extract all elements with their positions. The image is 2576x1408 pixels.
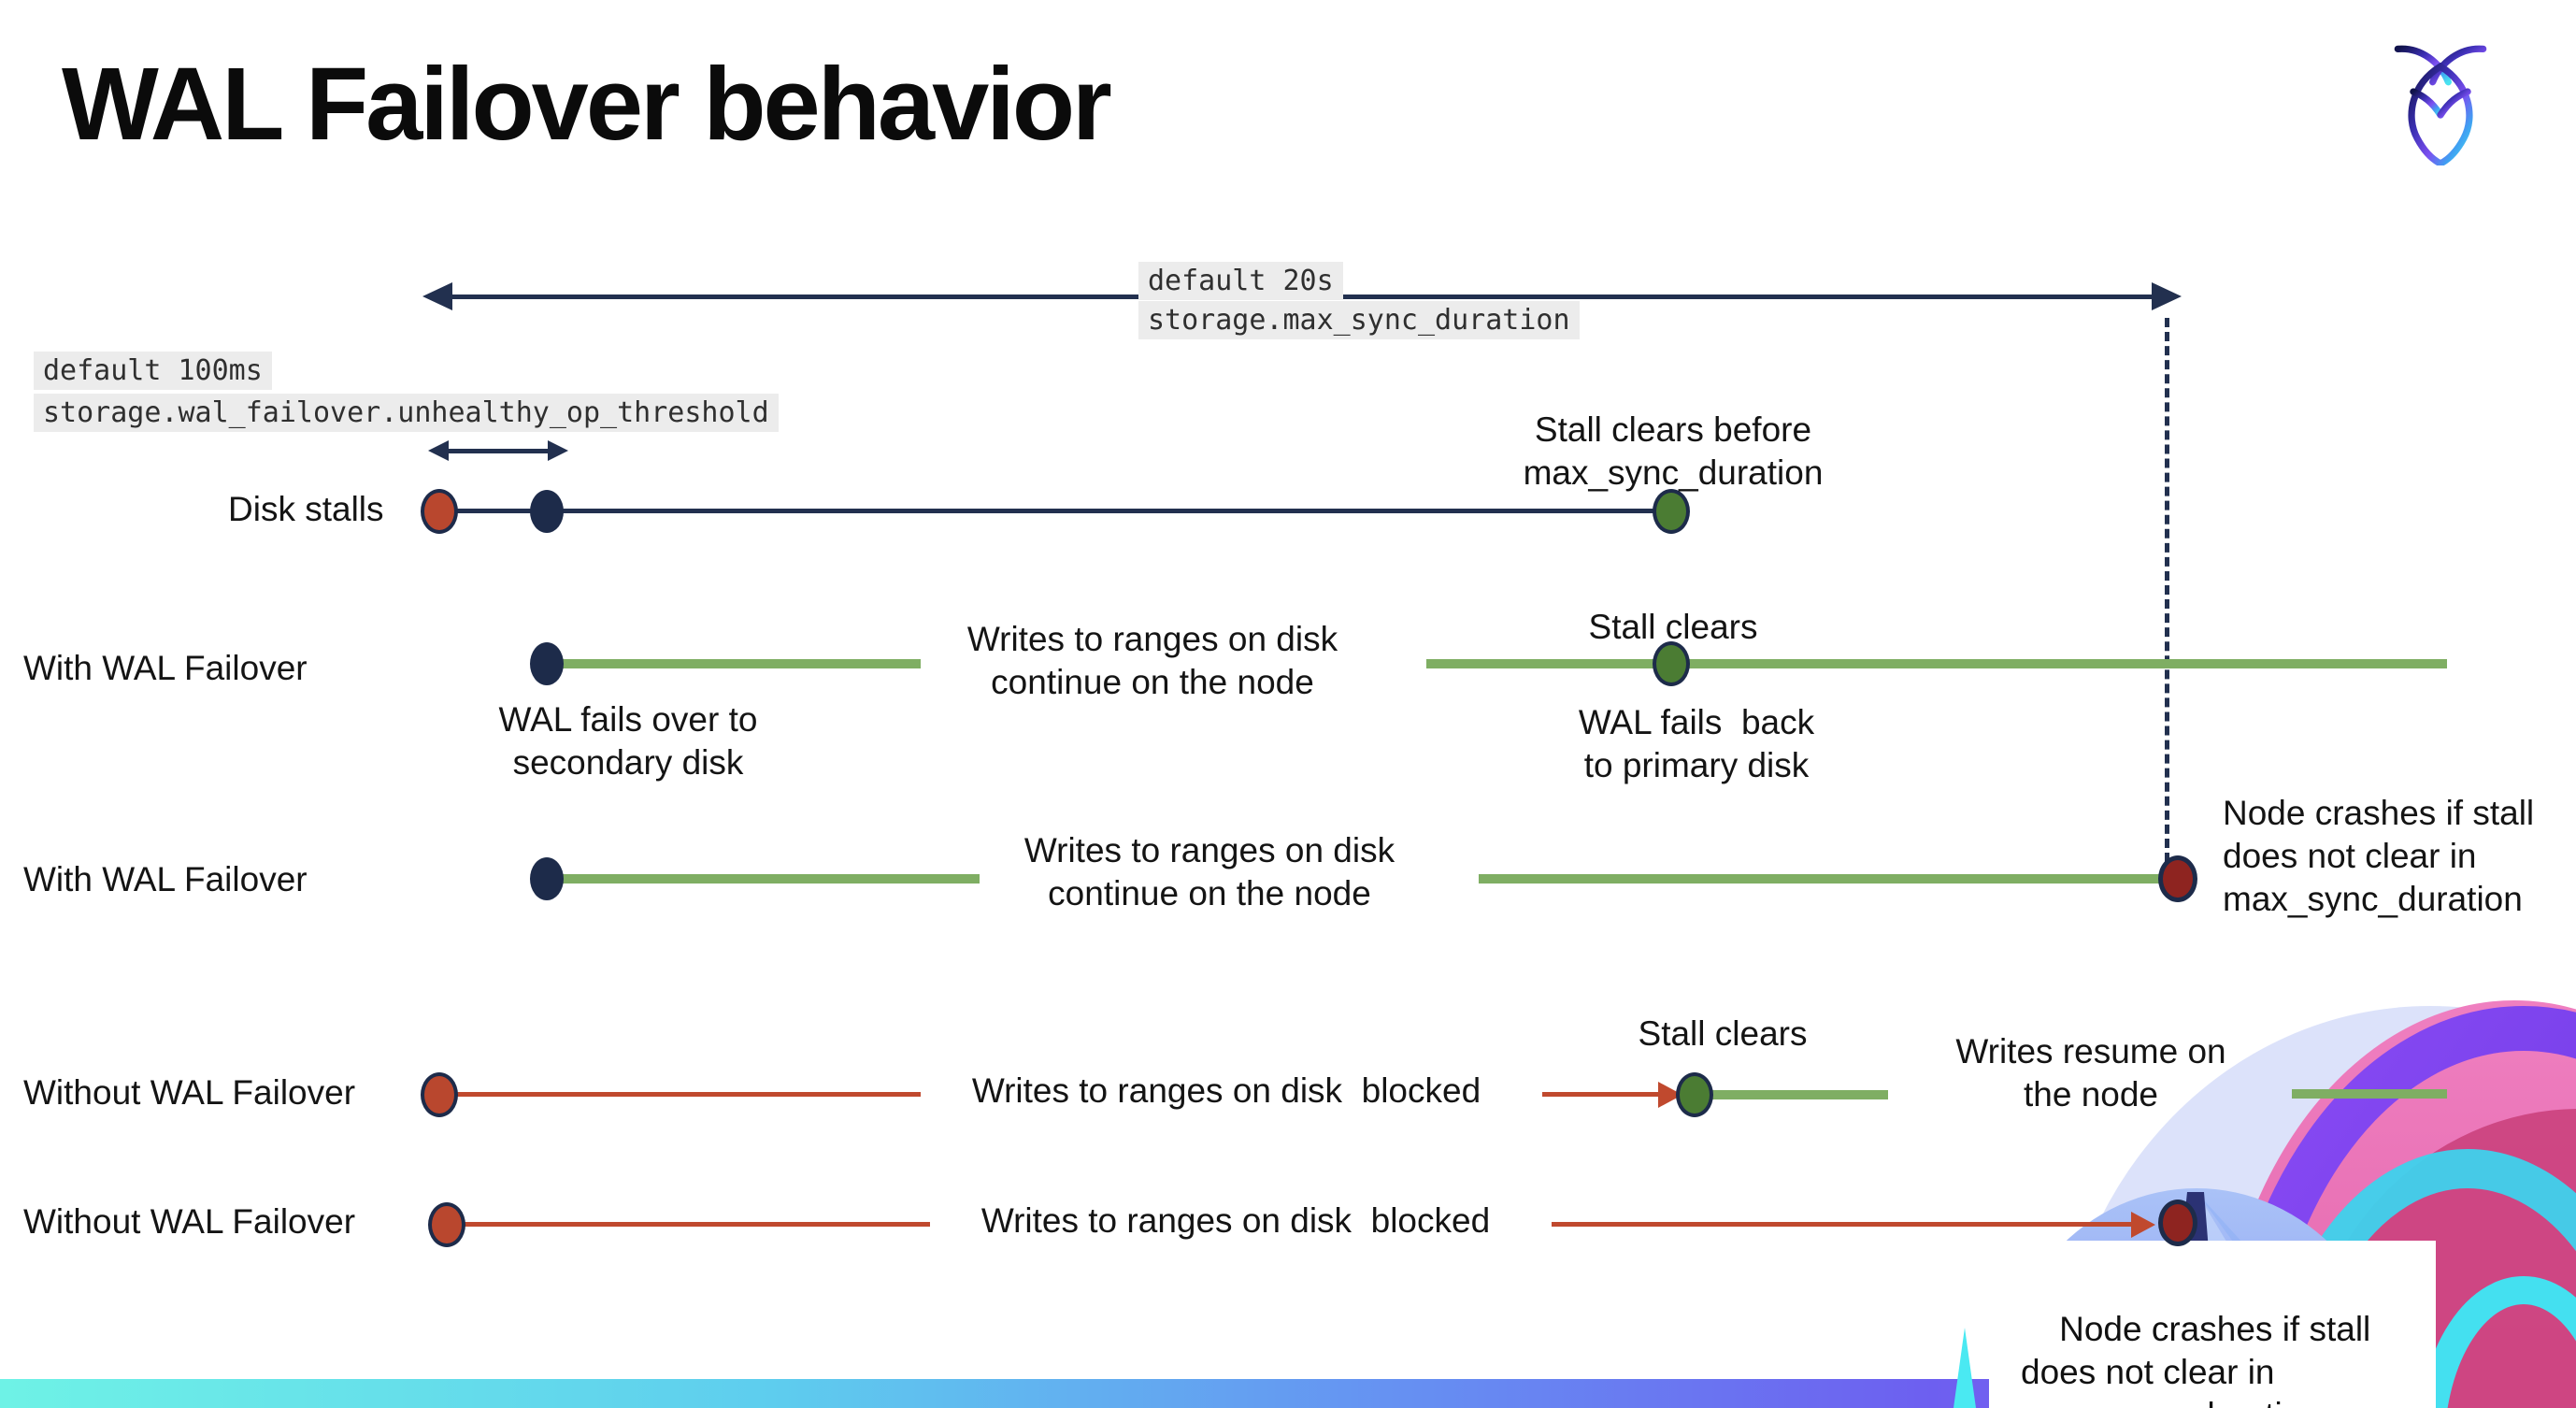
- page-title: WAL Failover behavior: [62, 47, 1112, 162]
- note-wal-fails-back: WAL fails back to primary disk: [1578, 703, 1815, 784]
- row3-green-line-b: [2292, 1089, 2447, 1099]
- crash-dot-1: [2158, 855, 2197, 902]
- stall-clears-dot-2: [1676, 1072, 1713, 1117]
- row-label-disk-stalls: Disk stalls: [228, 490, 384, 528]
- stall-start-dot-3: [428, 1202, 465, 1247]
- cockroachdb-logo-icon: [2394, 45, 2487, 165]
- row2-green-line-b: [1479, 874, 2170, 884]
- arrowhead-right-icon: [2152, 282, 2182, 310]
- note-writes-continue-1: Writes to ranges on disk continue on the…: [966, 620, 1338, 701]
- row3-red-line-b: [1542, 1092, 1666, 1097]
- stall-start-dot-2: [421, 1072, 458, 1117]
- small-arrowhead-right-icon: [548, 440, 568, 461]
- failover-dot-1: [530, 642, 564, 685]
- red-arrowhead-2-icon: [2131, 1212, 2155, 1238]
- note-writes-blocked-2: Writes to ranges on disk blocked: [980, 1201, 1491, 1240]
- disk-stalls-timeline: [439, 509, 1671, 513]
- arrowhead-left-icon: [422, 282, 452, 310]
- unhealthy-default-chip: default 100ms: [34, 352, 272, 390]
- note-node-crashes-2-box: Node crashes if stall does not clear in …: [1989, 1241, 2436, 1408]
- row2-green-line-a: [547, 874, 980, 884]
- row1-green-line-a: [547, 659, 921, 668]
- note-stall-clears-1: Stall clears: [1588, 608, 1758, 646]
- row-label-without-wal-failover-2: Without WAL Failover: [23, 1202, 356, 1241]
- note-wal-fails-over: WAL fails over to secondary disk: [498, 700, 758, 782]
- failback-dot: [1653, 641, 1690, 686]
- note-stall-clears-2: Stall clears: [1638, 1014, 1808, 1053]
- row4-red-line-a: [447, 1222, 930, 1227]
- row1-green-line-c: [1678, 659, 2447, 668]
- note-writes-blocked-1: Writes to ranges on disk blocked: [971, 1071, 1481, 1110]
- row3-red-line-a: [439, 1092, 921, 1097]
- note-node-crashes-2: Node crashes if stall does not clear in …: [2021, 1310, 2371, 1408]
- stall-clears-dot: [1653, 489, 1690, 534]
- max-sync-default-chip: default 20s: [1138, 262, 1343, 300]
- failover-dot-2: [530, 857, 564, 900]
- unhealthy-setting-chip: storage.wal_failover.unhealthy_op_thresh…: [34, 394, 779, 432]
- small-arrowhead-left-icon: [428, 440, 449, 461]
- row3-green-line-a: [1703, 1090, 1888, 1099]
- max-sync-dashed-dropline: [2165, 318, 2169, 862]
- logo-strokes: [2394, 45, 2487, 165]
- row1-green-line-b: [1426, 659, 1665, 668]
- crash-dot-2: [2158, 1200, 2197, 1246]
- row-label-with-wal-failover-1: With WAL Failover: [23, 649, 308, 687]
- row4-red-line-b: [1552, 1222, 2139, 1227]
- note-writes-resume: Writes resume on the node: [1955, 1032, 2226, 1113]
- stall-start-dot: [421, 489, 458, 534]
- note-stall-clears-before: Stall clears before max_sync_duration: [1523, 410, 1824, 492]
- unhealthy-threshold-arrow-line: [447, 449, 550, 453]
- max-sync-setting-chip: storage.max_sync_duration: [1138, 301, 1580, 339]
- row-label-without-wal-failover-1: Without WAL Failover: [23, 1073, 356, 1112]
- row-label-with-wal-failover-2: With WAL Failover: [23, 860, 308, 898]
- note-node-crashes-1: Node crashes if stall does not clear in …: [2223, 794, 2535, 918]
- threshold-dot: [530, 490, 564, 533]
- note-writes-continue-2: Writes to ranges on disk continue on the…: [1023, 831, 1395, 912]
